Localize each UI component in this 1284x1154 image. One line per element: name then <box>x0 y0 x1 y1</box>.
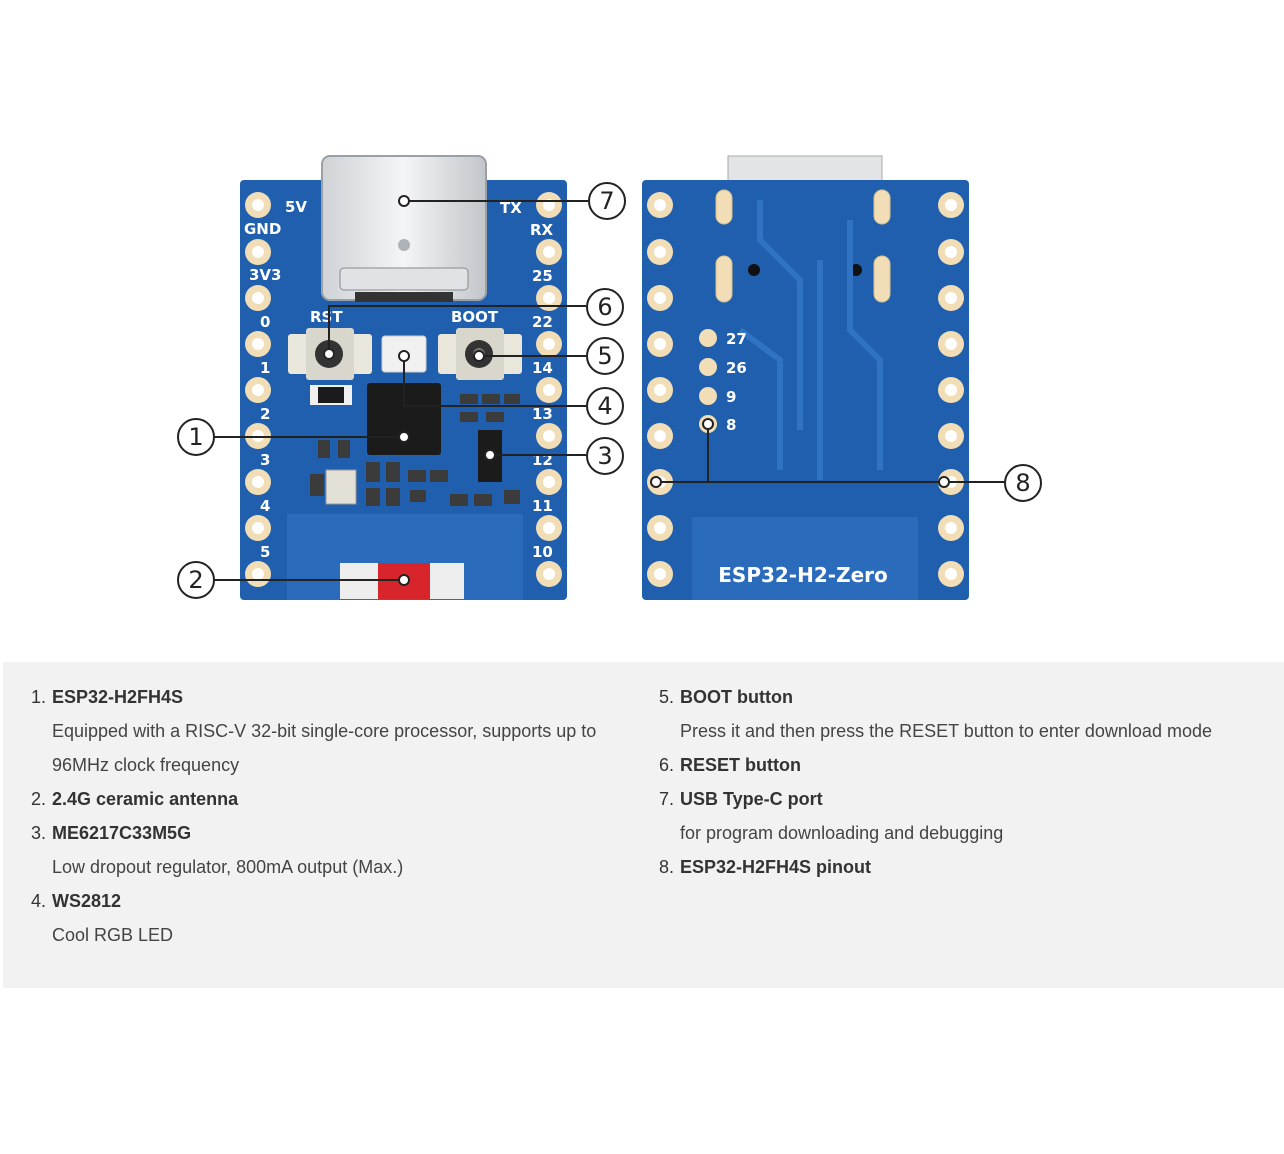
legend-item-description: 96MHz clock frequency <box>52 755 240 775</box>
legend-item-title: WS2812 <box>52 891 122 911</box>
legend-item-title: 2.4G ceramic antenna <box>52 789 239 809</box>
callout-circle <box>177 418 215 456</box>
legend-item-title: ME6217C33M5G <box>52 823 192 843</box>
legend-item-number: 3. <box>31 823 47 843</box>
callout-number: 4 <box>597 392 612 420</box>
legend-item: 8.ESP32-H2FH4S pinout <box>659 850 1259 884</box>
legend-left-column: 1.ESP32-H2FH4S Equipped with a RISC-V 32-… <box>31 680 631 952</box>
callout-circle <box>586 387 624 425</box>
callout-number: 7 <box>599 187 614 215</box>
callout-circle <box>177 561 215 599</box>
front-pin-label: 10 <box>532 543 553 561</box>
legend-item-number: 5. <box>659 687 675 707</box>
crystal <box>325 469 357 505</box>
front-pin-label: 1 <box>260 359 270 377</box>
legend-item-description: Cool RGB LED <box>52 925 174 945</box>
front-pin-label: 12 <box>532 451 553 469</box>
front-pin-label: TX <box>500 199 522 217</box>
legend-item-description: for program downloading and debugging <box>680 823 1004 843</box>
callout-number: 8 <box>1015 469 1030 497</box>
legend-item: 1.ESP32-H2FH4S <box>31 680 631 714</box>
back-pin-label: 27 <box>726 330 747 348</box>
rst-label: RST <box>310 308 343 326</box>
callouts <box>214 200 1005 581</box>
legend-item-number: 4. <box>31 891 47 911</box>
back-pin-label: 8 <box>726 416 736 434</box>
back-pin-label: 26 <box>726 359 747 377</box>
test-pad <box>699 329 717 347</box>
callout-number: 6 <box>597 293 612 321</box>
feature-legend: 1.ESP32-H2FH4S Equipped with a RISC-V 32-… <box>3 662 1284 988</box>
board-name: ESP32-H2-Zero <box>718 563 887 587</box>
callout-circle <box>1004 464 1042 502</box>
callout-number: 2 <box>188 566 203 594</box>
legend-item-number: 7. <box>659 789 675 809</box>
callout-dots <box>323 195 950 586</box>
front-pin-label: 0 <box>260 313 270 331</box>
front-board: 5VGND3V3012345RSTBOOT0 TXRX2522141312111… <box>240 155 567 600</box>
legend-item-title: ESP32-H2FH4S pinout <box>680 857 872 877</box>
test-pad <box>699 358 717 376</box>
legend-item-description: Equipped with a RISC-V 32-bit single-cor… <box>52 721 597 741</box>
front-pin-label: 4 <box>260 497 270 515</box>
front-pin-label: 5 <box>260 543 270 561</box>
legend-item-title: RESET button <box>680 755 801 775</box>
legend-item-number: 6. <box>659 755 675 775</box>
front-pin-label: 3 <box>260 451 270 469</box>
legend-item: 6.RESET button <box>659 748 1259 782</box>
front-pin-label: 14 <box>532 359 553 377</box>
legend-item: 5.BOOT button <box>659 680 1259 714</box>
back-pin-label: 9 <box>726 388 736 406</box>
front-pin-label: 22 <box>532 313 553 331</box>
front-pin-label: GND <box>244 220 281 238</box>
callout-circle <box>586 337 624 375</box>
usb-mount-slots <box>715 189 891 303</box>
front-pin-label: RX <box>530 221 554 239</box>
legend-item-description: Low dropout regulator, 800mA output (Max… <box>52 857 404 877</box>
front-pin-label: 2 <box>260 405 270 423</box>
legend-item: 4.WS2812 <box>31 884 631 918</box>
boot-label: BOOT <box>451 308 499 326</box>
traces <box>738 200 883 480</box>
callout-number: 1 <box>188 423 203 451</box>
front-castellated-pads <box>245 192 562 587</box>
back-castellated-pads <box>647 192 964 587</box>
back-antenna-area <box>692 517 918 600</box>
front-pin-label: 13 <box>532 405 553 423</box>
front-pin-label: 11 <box>532 497 553 515</box>
legend-item-number: 8. <box>659 857 675 877</box>
callout-circle <box>586 288 624 326</box>
legend-item: 2.2.4G ceramic antenna <box>31 782 631 816</box>
front-pin-label: 25 <box>532 267 553 285</box>
small-components <box>310 394 520 506</box>
callout-circle <box>586 437 624 475</box>
legend-item-title: ESP32-H2FH4S <box>52 687 184 707</box>
front-pin-label: 5V <box>285 198 307 216</box>
legend-item-title: USB Type-C port <box>680 789 823 809</box>
front-pin-label: 3V3 <box>249 266 281 284</box>
usb-c-connector <box>321 155 487 302</box>
callout-number: 3 <box>597 442 612 470</box>
callout-number: 5 <box>597 342 612 370</box>
legend-item-title: BOOT button <box>680 687 793 707</box>
test-pad <box>699 387 717 405</box>
legend-item-number: 2. <box>31 789 47 809</box>
legend-item-description: Press it and then press the RESET button… <box>680 721 1212 741</box>
legend-item: 7.USB Type-C port <box>659 782 1259 816</box>
board-diagram: 5VGND3V3012345RSTBOOT0 TXRX2522141312111… <box>177 155 1042 600</box>
callout-circle <box>588 182 626 220</box>
legend-item: 3.ME6217C33M5G <box>31 816 631 850</box>
legend-item-number: 1. <box>31 687 47 707</box>
